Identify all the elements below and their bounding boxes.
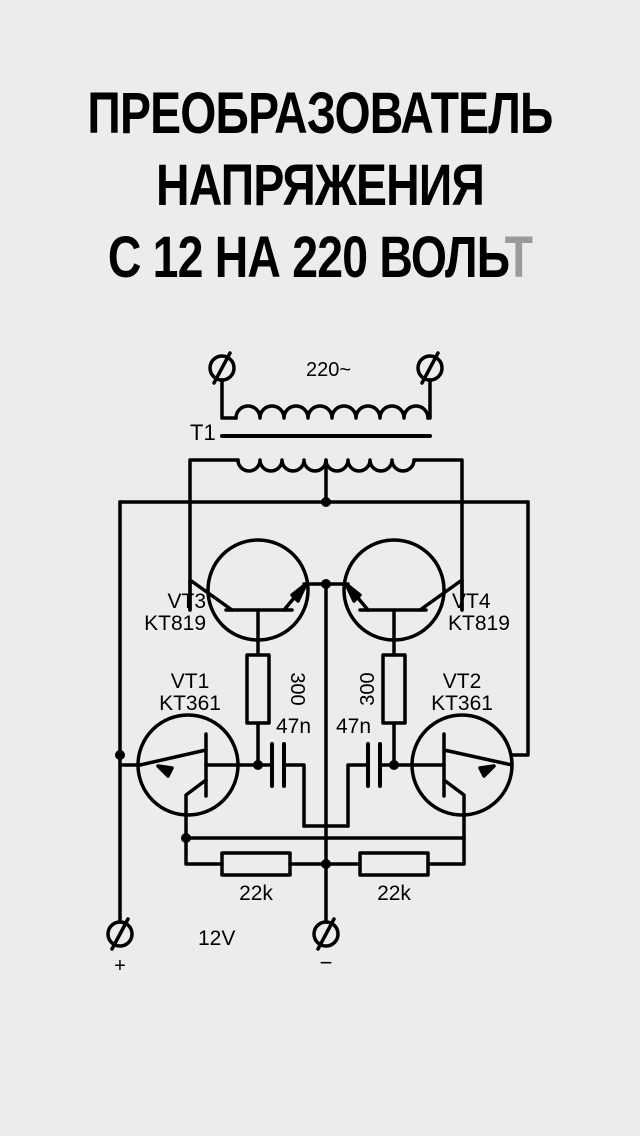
- minus-label: −: [320, 950, 333, 975]
- title-line-1: ПРЕОБРАЗОВАТЕЛЬ: [87, 81, 553, 146]
- transistor-vt3: [188, 538, 310, 657]
- output-voltage-label: 220~: [306, 359, 351, 381]
- right-rail-wire: [510, 500, 530, 757]
- vt4-ref-label: VT4: [452, 590, 491, 613]
- transistor-vt2: [410, 713, 514, 840]
- resistor-22k-left-label: 22k: [239, 882, 273, 905]
- supply-voltage-label: 12V: [198, 927, 235, 950]
- capacitor-47n-left-label: 47n: [276, 715, 311, 738]
- vt3-ref-label: VT3: [167, 590, 206, 613]
- resistor-22k-right-label: 22k: [377, 882, 411, 905]
- resistor-300-left: [245, 653, 271, 725]
- page-title: ПРЕОБРАЗОВАТЕЛЬ НАПРЯЖЕНИЯ С 12 НА 220 В…: [0, 78, 640, 294]
- terminal-plus: [106, 917, 134, 951]
- capacitor-47n-left: [238, 742, 306, 828]
- transistor-vt1: [118, 713, 242, 840]
- resistor-300-right: [381, 653, 407, 725]
- lower-left-wire: [184, 836, 224, 866]
- title-line-3-tail: Т: [504, 225, 533, 290]
- resistor-300-left-label: 300: [286, 672, 308, 705]
- transformer-label: T1: [190, 420, 216, 445]
- title-line-2: НАПРЯЖЕНИЯ: [156, 153, 485, 218]
- vt2-ref-label: VT2: [443, 670, 482, 693]
- terminal-minus: [312, 917, 340, 951]
- capacitor-47n-right: [346, 742, 414, 828]
- vt1-type-label: KT361: [159, 692, 221, 715]
- capacitor-47n-right-label: 47n: [336, 715, 371, 738]
- plus-label: +: [114, 955, 126, 977]
- transformer-secondary-winding: [220, 378, 432, 420]
- vt4-type-label: KT819: [448, 612, 510, 635]
- resistor-300-right-label: 300: [357, 672, 379, 705]
- transistor-vt4: [342, 538, 464, 657]
- lower-right-wire: [426, 836, 466, 866]
- vt3-type-label: KT819: [144, 612, 206, 635]
- title-line-3: С 12 НА 220 ВОЛЬТ: [64, 222, 576, 294]
- vt1-ref-label: VT1: [171, 670, 210, 693]
- transformer-primary-winding: [188, 458, 464, 612]
- resistor-22k-right: [358, 851, 430, 877]
- junction-dots: [115, 497, 399, 869]
- resistor-22k-left: [220, 851, 292, 877]
- title-line-3-main: С 12 НА 220 ВОЛЬ: [107, 225, 506, 290]
- vt2-type-label: KT361: [431, 692, 493, 715]
